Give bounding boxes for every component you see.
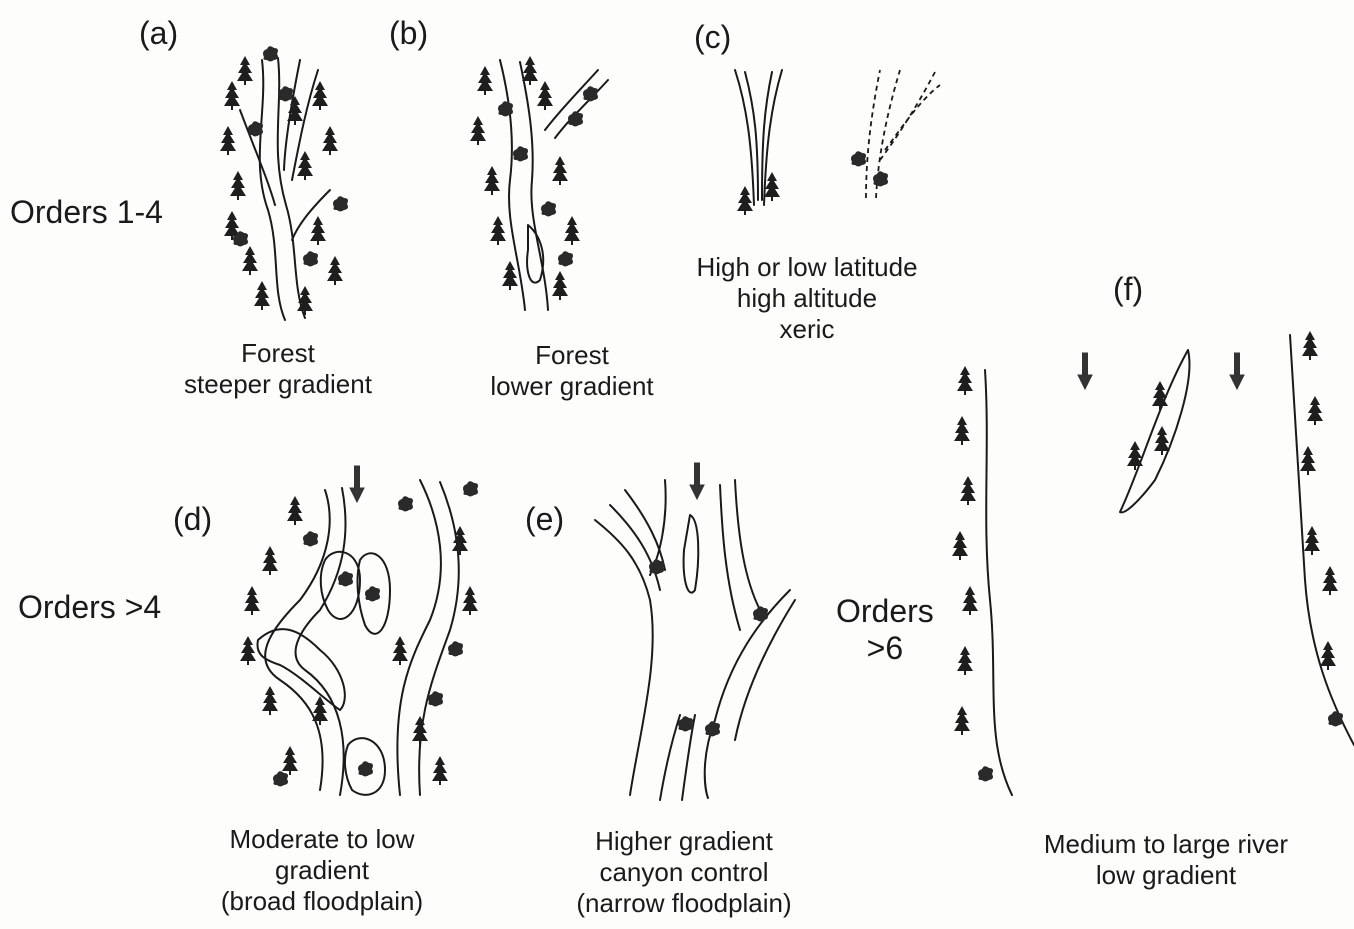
panel-d-trees [240, 481, 478, 786]
flow-arrow-icon-e [690, 463, 704, 499]
flow-arrow-icon [350, 466, 364, 502]
panel-a-trees [220, 46, 348, 315]
panel-a-illustration [220, 46, 348, 320]
panel-d-illustration [240, 466, 478, 795]
panel-b-trees [470, 56, 598, 300]
panel-f-trees [952, 331, 1343, 782]
panel-e-illustration [595, 463, 795, 800]
flow-arrow-icon-f1 [1078, 353, 1092, 389]
panel-b-illustration [470, 56, 608, 310]
flow-arrow-icon-f2 [1230, 353, 1244, 389]
panel-f-illustration [952, 331, 1354, 795]
panel-c-illustration [735, 70, 940, 215]
